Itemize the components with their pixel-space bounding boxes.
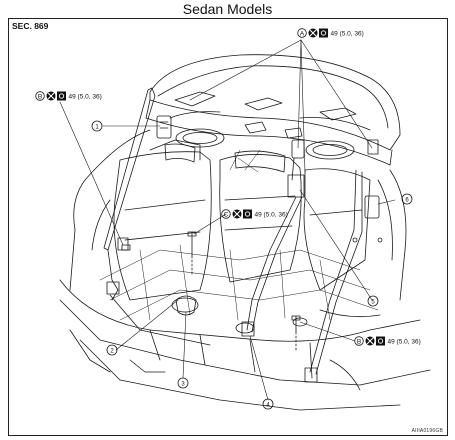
leader-lines [59, 39, 396, 401]
svg-text:49 (5.0, 36): 49 (5.0, 36) [388, 339, 421, 346]
torque-ref-c: C 49 (5.0, 36) [221, 209, 288, 219]
floor-pan [59, 279, 431, 411]
page-title: Sedan Models [182, 1, 273, 17]
seat-cushion-pattern [99, 149, 379, 321]
svg-text:1: 1 [95, 124, 99, 130]
center-seat-belt [241, 139, 305, 337]
svg-text:49 (5.0, 36): 49 (5.0, 36) [331, 31, 364, 38]
torque-ref-b-right: B 49 (5.0, 36) [354, 336, 421, 346]
svg-text:5: 5 [371, 299, 375, 305]
torque-ref-b-left: B 49 (5.0, 36) [35, 91, 102, 101]
seatback-frame [113, 139, 371, 301]
right-outer-seat-belt [304, 139, 380, 383]
service-instruction-icon [57, 91, 66, 101]
tightening-torque-icon [232, 209, 242, 219]
tightening-torque-icon [46, 91, 56, 101]
figure-code: AIIIA0196GB [411, 428, 443, 434]
callout-markers: 1 2 3 4 5 6 [91, 120, 413, 410]
callout-6: 6 [401, 193, 413, 205]
callout-3: 3 [177, 377, 189, 389]
section-label: SEC. 869 [12, 21, 49, 31]
speaker-openings [175, 128, 355, 160]
svg-text:49 (5.0, 36): 49 (5.0, 36) [255, 212, 288, 219]
svg-text:B: B [38, 93, 42, 100]
svg-text:49 (5.0, 36): 49 (5.0, 36) [69, 94, 102, 101]
callout-2: 2 [106, 344, 118, 356]
tightening-torque-icon [308, 28, 318, 38]
diagram-frame [8, 18, 448, 436]
parcel-shelf [145, 54, 401, 166]
callout-5: 5 [367, 295, 379, 307]
svg-text:C: C [224, 211, 229, 218]
service-instruction-icon [319, 28, 328, 38]
svg-text:2: 2 [110, 348, 114, 354]
tightening-torque-icon [365, 336, 375, 346]
callout-1: 1 [91, 120, 103, 132]
svg-text:4: 4 [266, 402, 270, 408]
service-instruction-icon [243, 209, 252, 219]
left-outer-seat-belt [103, 87, 172, 301]
service-instruction-icon [376, 336, 385, 346]
callout-4: 4 [262, 398, 274, 410]
svg-text:B: B [357, 338, 361, 345]
right-body-panel [352, 169, 407, 301]
torque-ref-a: A 49 (5.0, 36) [297, 28, 364, 38]
anchor-bolts [121, 231, 301, 353]
svg-text:6: 6 [405, 197, 409, 203]
svg-text:A: A [300, 30, 305, 37]
svg-text:3: 3 [181, 381, 185, 387]
left-body-panel [69, 129, 151, 291]
